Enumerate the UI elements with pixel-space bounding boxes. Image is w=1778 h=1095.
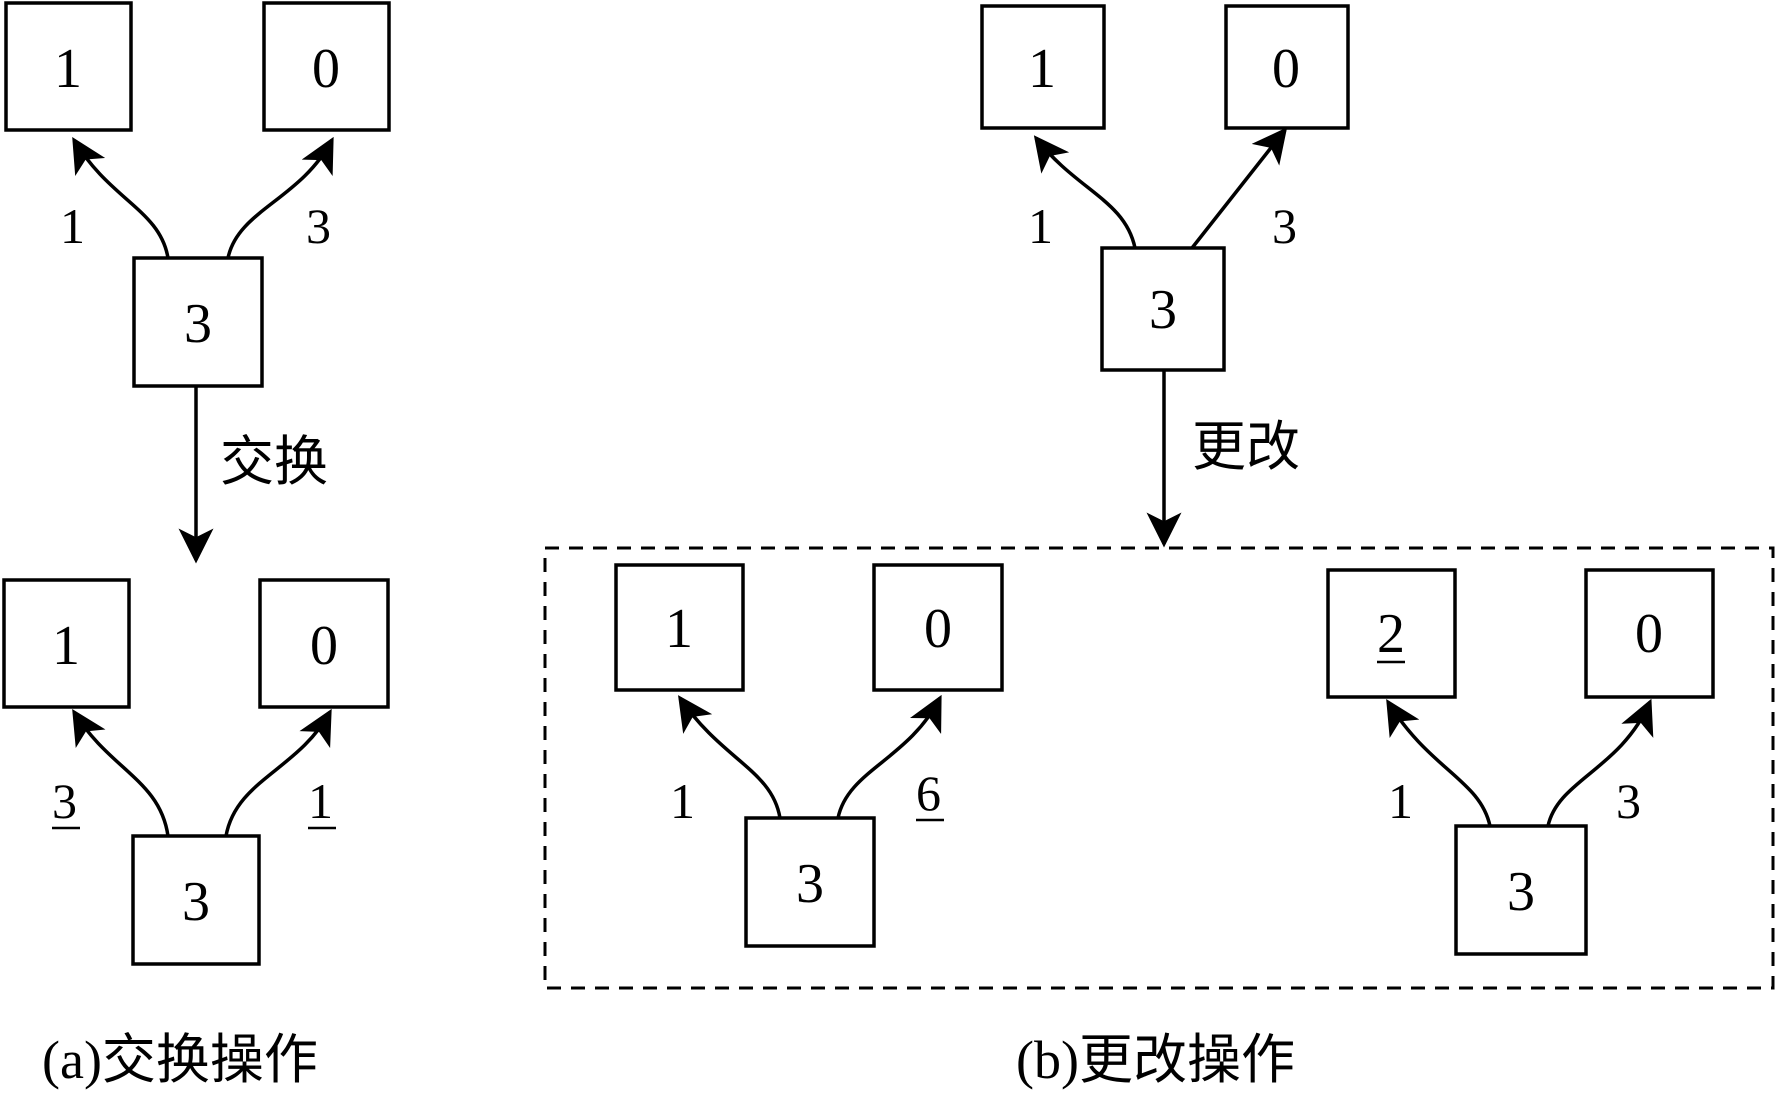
svg-text:0: 0 <box>312 38 340 100</box>
svg-text:3: 3 <box>1507 861 1535 923</box>
edge-weight-right: 6 <box>916 765 941 821</box>
node-left-child: 1 <box>614 563 745 692</box>
node-left-child: 1 <box>980 4 1106 130</box>
node-right-child: 0 <box>258 578 390 709</box>
edge-left <box>1386 699 1492 827</box>
edge-left <box>1033 135 1137 249</box>
edge-weight-left: 1 <box>670 773 695 829</box>
node-root: 3 <box>744 816 876 948</box>
panel-a-before-tree: 1 3 1 0 3 <box>4 1 391 388</box>
edge-weight-left: 1 <box>60 198 85 254</box>
svg-text:0: 0 <box>1635 603 1663 665</box>
edge-weight-left: 1 <box>1388 773 1413 829</box>
panel-b-result-tree-1: 1 6 1 0 3 <box>614 563 1004 948</box>
node-left-child: 2 <box>1326 568 1457 699</box>
svg-text:2: 2 <box>1377 603 1405 665</box>
node-right-child: 0 <box>872 563 1004 692</box>
svg-text:1: 1 <box>54 38 82 100</box>
svg-text:0: 0 <box>924 598 952 660</box>
node-root: 3 <box>131 834 261 966</box>
panel-b-before-tree: 1 3 1 0 3 <box>980 4 1350 372</box>
svg-text:0: 0 <box>310 615 338 677</box>
edge-weight-right: 3 <box>1616 773 1641 829</box>
edge-right <box>226 136 334 259</box>
svg-text:3: 3 <box>796 853 824 915</box>
edge-weight-right: 3 <box>306 198 331 254</box>
caption-a: (a)交换操作 <box>42 1030 318 1090</box>
edge-right <box>1546 698 1654 827</box>
svg-text:3: 3 <box>182 871 210 933</box>
edge-weight-right: 3 <box>1272 198 1297 254</box>
edge-right <box>836 694 942 819</box>
edge-left <box>678 695 782 819</box>
caption-b: (b)更改操作 <box>1016 1030 1295 1090</box>
edge-straight-right <box>1190 127 1288 250</box>
node-left-child: 1 <box>4 1 133 132</box>
node-right-child: 0 <box>1224 4 1350 130</box>
svg-text:1: 1 <box>52 615 80 677</box>
svg-text:3: 3 <box>1149 279 1177 341</box>
svg-text:1: 1 <box>1028 38 1056 100</box>
edge-left <box>72 709 170 837</box>
edge-right <box>224 708 332 837</box>
edge-weight-left: 3 <box>52 773 77 829</box>
edge-weight-right: 1 <box>308 773 333 829</box>
panel-b-result-tree-2: 1 3 2 0 3 <box>1326 568 1715 956</box>
operation-label-swap: 交换 <box>220 432 328 492</box>
node-right-child: 0 <box>1584 568 1715 699</box>
node-root: 3 <box>132 256 264 388</box>
edge-weight-left: 1 <box>1028 198 1053 254</box>
node-root: 3 <box>1454 824 1588 956</box>
node-left-child: 1 <box>2 578 131 709</box>
svg-text:0: 0 <box>1272 38 1300 100</box>
node-right-child: 0 <box>262 1 391 132</box>
svg-text:1: 1 <box>665 598 693 660</box>
panel-b: 1 3 1 0 3 更改 <box>543 4 1775 1090</box>
panel-a: 1 3 1 0 3 交换 <box>2 1 391 1090</box>
svg-text:3: 3 <box>184 293 212 355</box>
result-container <box>543 546 1775 990</box>
operation-label-change: 更改 <box>1192 417 1300 477</box>
panel-a-after-tree: 3 1 1 0 3 <box>2 578 390 966</box>
edge-left <box>72 136 170 259</box>
node-root: 3 <box>1100 246 1226 372</box>
